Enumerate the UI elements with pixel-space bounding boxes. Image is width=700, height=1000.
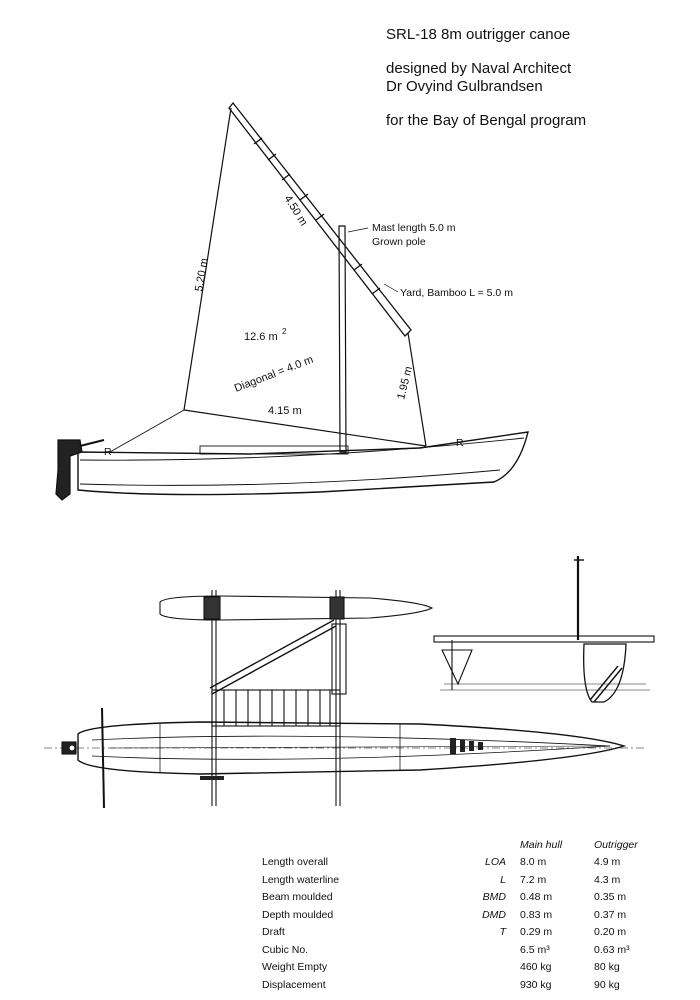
section-view — [433, 556, 655, 703]
mast-label-line-2: Grown pole — [372, 236, 426, 248]
sail-foot — [183, 409, 427, 447]
bow-deck-slats — [450, 738, 483, 754]
mast — [338, 225, 347, 453]
sail-area-exponent: 2 — [282, 327, 287, 336]
table-row: Length overall LOA 8.0 m 4.9 m — [262, 856, 621, 869]
fore-stay — [109, 409, 185, 453]
table-row: Draft T 0.29 m 0.20 m — [262, 926, 627, 939]
table-row: Depth moulded DMD 0.83 m 0.37 m — [262, 908, 627, 921]
table-header-row: Main hull Outrigger — [262, 836, 654, 854]
diagonal-brace — [209, 619, 335, 689]
table-row: Beam moulded BMD 0.48 m 0.35 m — [262, 891, 627, 904]
hull-thwart — [199, 445, 349, 455]
yard — [228, 101, 412, 337]
table-row: Weight Empty 460 kg 80 kg — [262, 961, 620, 974]
designer-line-1: designed by Naval Architect — [386, 60, 572, 77]
title-line: SRL-18 8m outrigger canoe — [386, 26, 571, 43]
table-row: Length waterline L 7.2 m 4.3 m — [262, 873, 621, 886]
column-main-hull: Main hull — [520, 838, 563, 851]
column-outrigger: Outrigger — [594, 838, 638, 851]
outboard-motor — [55, 439, 105, 501]
diagonal-dimension: Diagonal = 4.0 m — [233, 354, 315, 395]
sail-plan: R R — [55, 101, 529, 501]
leech-dimension: 1.95 m — [395, 365, 415, 401]
section-outrigger-float — [441, 649, 473, 686]
sail-diagonal — [183, 107, 232, 411]
table-row: Displacement 930 kg 90 kg — [262, 978, 620, 991]
mast-label-line-1: Mast length 5.0 m — [372, 222, 456, 234]
program-line: for the Bay of Bengal program — [386, 112, 587, 129]
yard-lashings — [253, 137, 381, 295]
sail-leech — [407, 332, 427, 447]
section-main-hull — [583, 643, 627, 703]
svg-text:R: R — [456, 437, 464, 449]
title-block: SRL-18 8m outrigger canoe designed by Na… — [386, 26, 686, 130]
foot-dimension: 4.15 m — [268, 405, 302, 417]
hull-sheer — [79, 437, 525, 461]
platform — [211, 689, 341, 727]
specifications-table: Main hull Outrigger Length overall LOA 8… — [262, 836, 654, 994]
yard-segment-dimension: 4.50 m — [281, 193, 309, 228]
plan-view — [44, 590, 644, 809]
table-row: Cubic No. 6.5 m³ 0.63 m³ — [262, 943, 630, 956]
hull-keel — [79, 469, 501, 486]
main-hull-plan — [77, 721, 627, 775]
luff-dimension: 5.20 m — [193, 257, 211, 292]
designer-line-2: Dr Ovyind Gulbrandsen — [386, 78, 543, 95]
yard-label: Yard, Bamboo L = 5.0 m — [400, 287, 513, 299]
sail-area: 12.6 m — [244, 331, 278, 343]
outrigger-float-plan — [159, 595, 434, 621]
hull-side — [77, 431, 529, 496]
svg-text:R: R — [104, 446, 112, 458]
